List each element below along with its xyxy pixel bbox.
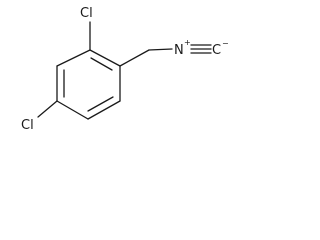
atom-label-nitrogen: N — [174, 43, 184, 58]
atom-label-cl-bottom: Cl — [21, 118, 34, 133]
atom-label-carbon: C — [212, 43, 221, 58]
ring-bond-c1-c2 — [89, 49, 121, 67]
benzene-ring — [56, 49, 121, 120]
ring-double-bond-inner-3 — [87, 96, 114, 112]
bond-ch2-to-n — [148, 48, 173, 51]
carbon-charge: − — [222, 39, 229, 48]
ring-bond-c2-c3 — [56, 49, 91, 67]
ring-double-bond-inner-1 — [90, 57, 113, 71]
chemical-structure: Cl Cl N + C − — [21, 6, 229, 133]
nitrogen-charge: + — [184, 38, 191, 47]
atom-label-cl-top: Cl — [80, 6, 93, 21]
bond-ring-to-ch2 — [119, 49, 150, 67]
ring-bond-c5-c6 — [87, 100, 121, 120]
bond-ring-to-cl-bottom — [37, 100, 58, 118]
ring-bond-c4-c5 — [56, 100, 89, 120]
triple-bond-n-c — [190, 44, 212, 54]
